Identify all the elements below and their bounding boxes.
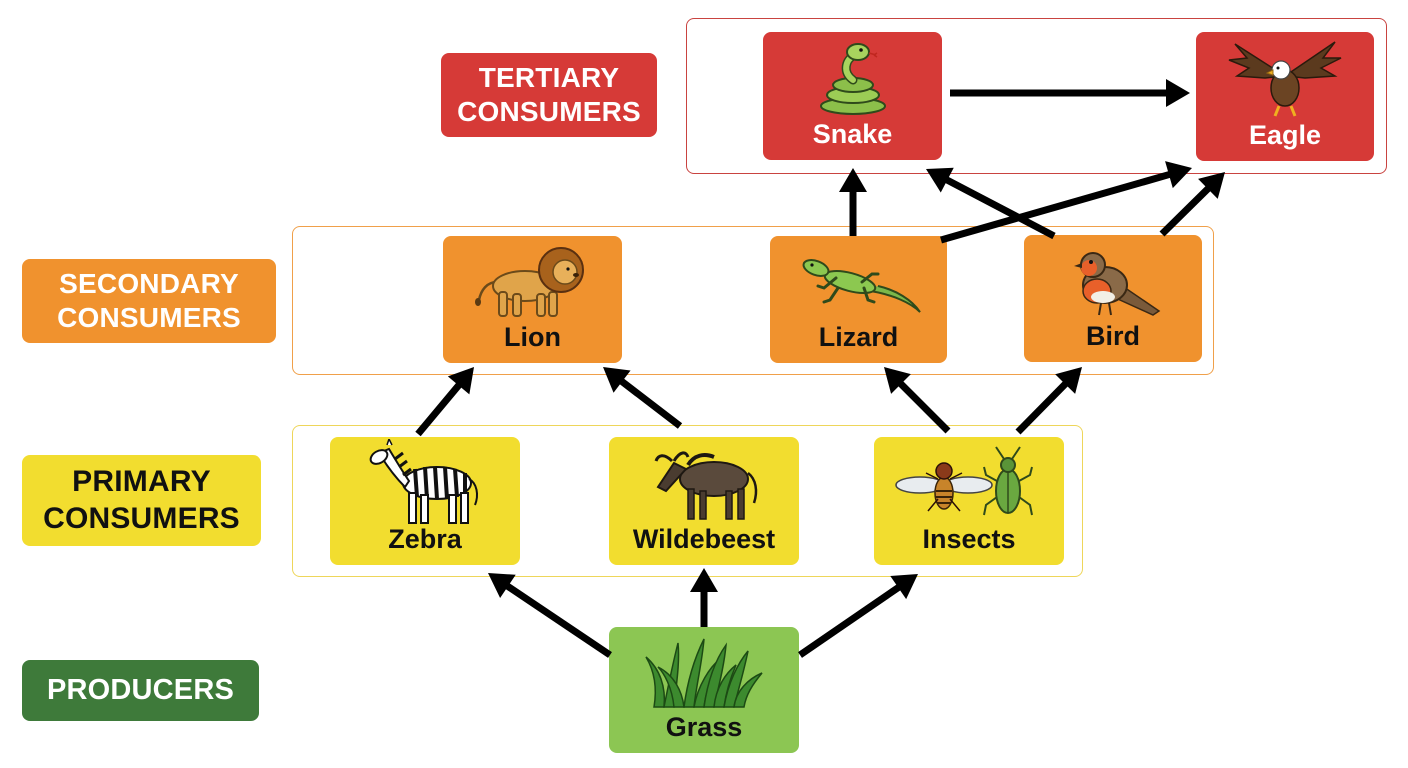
node-zebra: Zebra <box>330 437 520 565</box>
node-bird: Bird <box>1024 235 1202 362</box>
level-label-line: SECONDARY <box>59 267 239 299</box>
node-lizard: Lizard <box>770 236 947 363</box>
organism-name: Zebra <box>388 524 462 554</box>
arrow-insects-to-lizard <box>884 367 951 434</box>
arrow-zebra-to-lion <box>415 367 474 437</box>
level-label-primary: PRIMARY CONSUMERS <box>22 455 261 546</box>
eagle-icon <box>1228 41 1342 117</box>
arrow-shaft <box>798 583 902 658</box>
node-eagle: Eagle <box>1196 32 1374 161</box>
organism-name: Grass <box>665 712 743 742</box>
organism-name: Eagle <box>1248 120 1322 150</box>
snake-icon <box>819 43 886 115</box>
node-insects: Insects <box>874 437 1064 565</box>
arrow-grass-to-zebra <box>488 573 612 658</box>
node-snake: Snake <box>763 32 942 160</box>
insects-icon <box>895 446 1033 516</box>
level-label-line: PRODUCERS <box>46 673 235 706</box>
organism-name: Snake <box>812 119 893 149</box>
organism-name: Lizard <box>818 322 899 352</box>
arrow-head <box>1198 172 1225 199</box>
organism-name: Lion <box>504 322 561 352</box>
lion-icon <box>474 247 584 317</box>
level-label-producers: PRODUCERS <box>22 660 259 721</box>
level-label-tertiary: TERTIARY CONSUMERS <box>441 53 657 137</box>
arrow-shaft <box>504 582 612 658</box>
node-grass: Grass <box>609 627 799 753</box>
arrow-grass-to-insects <box>798 574 918 658</box>
grass-icon <box>645 638 763 708</box>
node-lion: Lion <box>443 236 622 363</box>
level-label-line: CONSUMERS <box>43 501 240 535</box>
arrow-shaft <box>618 377 683 429</box>
level-label-line: CONSUMERS <box>57 302 241 333</box>
organism-name: Insects <box>922 524 1016 554</box>
node-wildebeest: Wildebeest <box>609 437 799 565</box>
robin-icon <box>1074 252 1161 316</box>
arrow-head <box>890 574 918 600</box>
arrow-wildebeest-to-lion <box>603 367 683 429</box>
zebra-icon <box>369 439 478 524</box>
arrow-insects-to-bird <box>1015 367 1082 435</box>
arrow-shaft <box>897 380 951 434</box>
lizard-icon <box>802 259 921 313</box>
organism-name: Bird <box>1086 321 1140 351</box>
level-label-line: CONSUMERS <box>457 96 641 127</box>
level-label-line: TERTIARY <box>478 61 620 93</box>
level-label-secondary: SECONDARY CONSUMERS <box>22 259 276 343</box>
arrow-bird-to-eagle <box>1159 172 1225 237</box>
organism-name: Wildebeest <box>632 524 776 554</box>
level-label-line: PRIMARY <box>72 464 211 498</box>
wildebeest-icon <box>654 451 758 520</box>
